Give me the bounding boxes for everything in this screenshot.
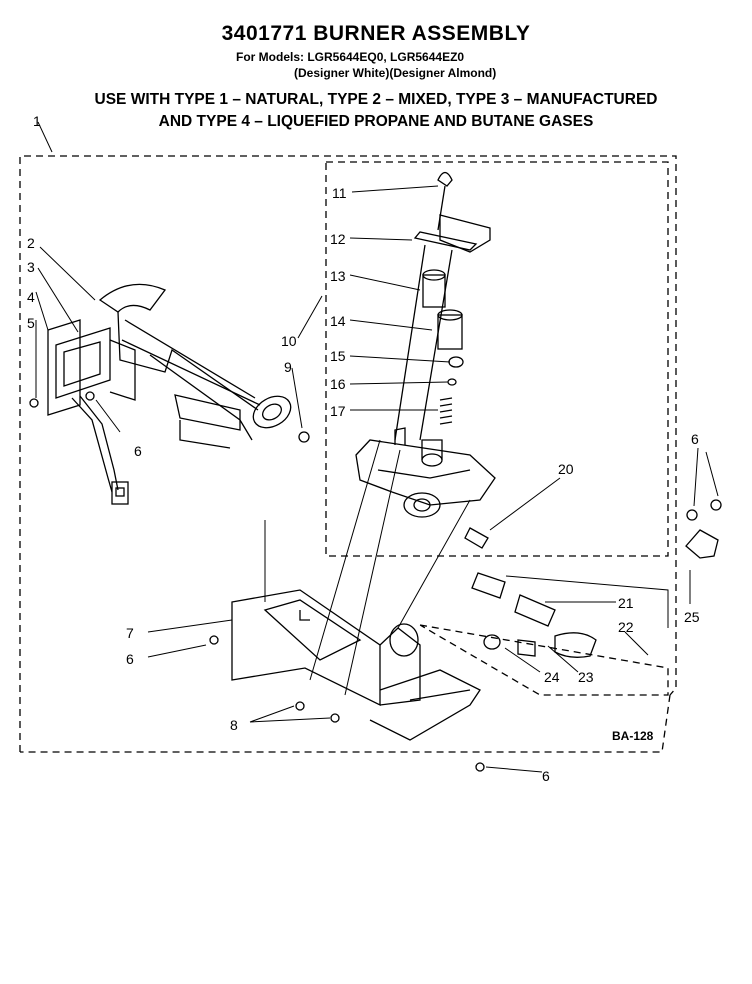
burner-tube — [98, 283, 292, 449]
callout-13: 13 — [330, 268, 346, 284]
burner-base-bracket — [231, 589, 481, 741]
screws — [29, 391, 485, 772]
callout-6-bracket: 6 — [126, 651, 134, 667]
callout-24: 24 — [544, 669, 560, 685]
gas-valve — [355, 427, 496, 549]
leader-lines — [35, 121, 719, 773]
igniter-assembly — [47, 319, 136, 505]
gas-types-line-2: AND TYPE 4 – LIQUEFIED PROPANE AND BUTAN… — [158, 113, 594, 130]
colors-line: (Designer White)(Designer Almond) — [294, 66, 497, 80]
callout-6-igniter: 6 — [134, 443, 142, 459]
callout-11: 11 — [332, 185, 347, 201]
callout-20: 20 — [558, 461, 574, 477]
callout-14: 14 — [330, 313, 346, 329]
callout-15: 15 — [330, 348, 346, 364]
callout-6-right: 6 — [691, 431, 699, 447]
callout-12: 12 — [330, 231, 346, 247]
callout-8: 8 — [230, 717, 238, 733]
models-line: For Models: LGR5644EQ0, LGR5644EZ0 — [236, 50, 465, 64]
assembly-frame — [19, 155, 677, 753]
callout-17: 17 — [330, 403, 346, 419]
callout-6-bottom: 6 — [542, 768, 550, 784]
gas-types-line-1: USE WITH TYPE 1 – NATURAL, TYPE 2 – MIXE… — [94, 91, 658, 108]
callout-16: 16 — [330, 376, 346, 392]
callout-23: 23 — [578, 669, 594, 685]
diagram-code: BA-128 — [612, 729, 654, 743]
callout-3: 3 — [27, 259, 35, 275]
callout-21: 21 — [618, 595, 634, 611]
callout-25: 25 — [684, 609, 700, 625]
callout-1: 1 — [33, 113, 41, 129]
callout-5: 5 — [27, 315, 35, 331]
callout-4: 4 — [27, 289, 35, 305]
coil-stack — [394, 171, 491, 441]
valve-frame — [325, 161, 669, 557]
callout-10: 10 — [281, 333, 297, 349]
side-parts — [471, 499, 722, 658]
coil-frame — [419, 624, 669, 696]
callout-9: 9 — [284, 359, 292, 375]
callout-7: 7 — [126, 625, 134, 641]
page-title: 3401771 BURNER ASSEMBLY — [221, 22, 531, 45]
callout-22: 22 — [618, 619, 634, 635]
callout-2: 2 — [27, 235, 35, 251]
